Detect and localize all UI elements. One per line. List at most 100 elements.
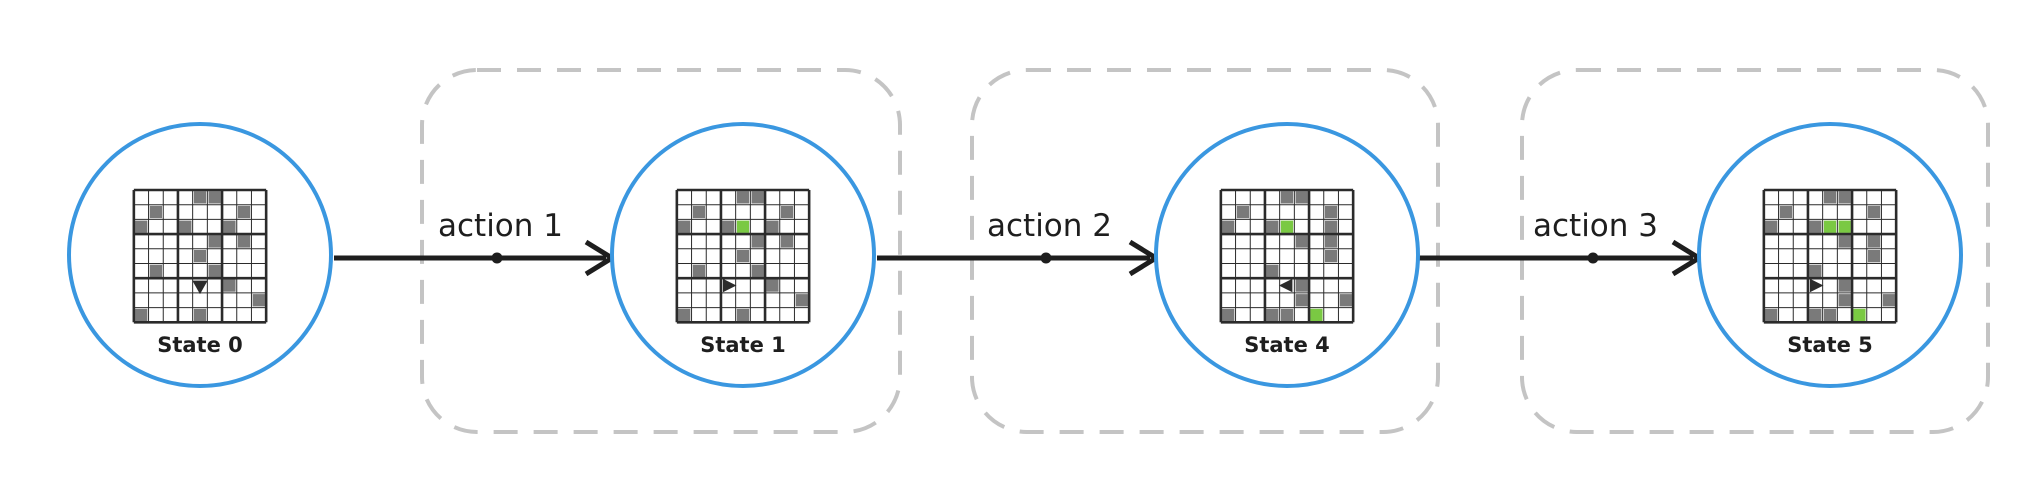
wall-cell [1324, 235, 1338, 248]
wall-cell [692, 264, 706, 277]
wall-cell [692, 205, 706, 219]
goal-cell [1853, 308, 1866, 322]
wall-cell [678, 308, 691, 322]
wall-cell [1324, 250, 1338, 263]
wall-cell [1324, 205, 1338, 219]
wall-cell [1838, 294, 1851, 307]
edge-2-midpoint [1040, 252, 1052, 264]
wall-cell [1266, 308, 1279, 322]
state-label-5: State 5 [1787, 333, 1873, 357]
wall-cell [1882, 294, 1895, 307]
state-node-5: State 5 [1697, 122, 1963, 388]
wall-cell [1280, 191, 1294, 204]
wall-cell [795, 294, 808, 307]
action-frame-1 [420, 68, 902, 434]
wall-cell [193, 191, 207, 204]
wall-cell [1295, 235, 1308, 248]
wall-cell [751, 235, 764, 248]
wall-cell [237, 205, 251, 219]
wall-cell [193, 250, 207, 263]
wall-cell [208, 264, 221, 277]
wall-cell [223, 279, 236, 292]
action-label-2: action 2 [987, 208, 1112, 244]
edge-3-midpoint [1587, 252, 1599, 264]
edge-2: action 2 [877, 208, 1161, 277]
wall-cell [736, 250, 750, 263]
state-node-4: State 4 [1154, 122, 1420, 388]
gridworld-5 [1762, 188, 1898, 324]
wall-cell [1295, 294, 1308, 307]
wall-cell [1809, 264, 1822, 277]
gridworld-4 [1219, 188, 1355, 324]
wall-cell [1295, 279, 1308, 292]
wall-cell [766, 220, 779, 233]
wall-cell [193, 308, 207, 322]
action-frame-3 [1520, 68, 1990, 434]
wall-cell [1809, 308, 1822, 322]
wall-cell [1324, 220, 1338, 233]
wall-cell [1809, 220, 1822, 233]
wall-cell [1823, 191, 1837, 204]
goal-cell [1838, 220, 1851, 233]
wall-cell [135, 308, 148, 322]
edge-3: action 3 [1419, 208, 1704, 277]
gridworld-1 [675, 188, 811, 324]
wall-cell [223, 220, 236, 233]
wall-cell [208, 235, 221, 248]
wall-cell [1765, 308, 1778, 322]
state-label-4: State 4 [1244, 333, 1330, 357]
gridworld-0 [132, 188, 268, 324]
wall-cell [1236, 205, 1250, 219]
goal-cell [1310, 308, 1323, 322]
wall-cell [135, 220, 148, 233]
wall-cell [678, 220, 691, 233]
agent-triangle-icon [1278, 278, 1293, 293]
wall-cell [1295, 191, 1308, 204]
goal-cell [736, 220, 750, 233]
action-label-1: action 1 [438, 208, 563, 244]
wall-cell [766, 279, 779, 292]
wall-cell [751, 191, 764, 204]
action-label-3: action 3 [1533, 208, 1658, 244]
wall-cell [780, 235, 794, 248]
wall-cell [736, 191, 750, 204]
goal-cell [1280, 220, 1294, 233]
wall-cell [149, 205, 163, 219]
wall-cell [1339, 294, 1352, 307]
agent-triangle-icon [1809, 278, 1824, 293]
wall-cell [1867, 205, 1881, 219]
wall-cell [1867, 250, 1881, 263]
wall-cell [1823, 308, 1837, 322]
agent-triangle-icon [192, 280, 208, 295]
wall-cell [149, 264, 163, 277]
state-node-0: State 0 [67, 122, 333, 388]
edge-1: action 1 [334, 208, 617, 277]
edge-1-midpoint [491, 252, 503, 264]
wall-cell [1222, 308, 1235, 322]
wall-cell [1838, 235, 1851, 248]
wall-cell [780, 205, 794, 219]
wall-cell [1266, 264, 1279, 277]
wall-cell [1222, 220, 1235, 233]
agent-triangle-icon [722, 278, 737, 293]
wall-cell [1838, 279, 1851, 292]
state-label-1: State 1 [700, 333, 786, 357]
wall-cell [179, 220, 192, 233]
wall-cell [1765, 220, 1778, 233]
state-label-0: State 0 [157, 333, 243, 357]
wall-cell [237, 235, 251, 248]
wall-cell [751, 264, 764, 277]
state-node-1: State 1 [610, 122, 876, 388]
goal-cell [1823, 220, 1837, 233]
wall-cell [1280, 308, 1294, 322]
wall-cell [1779, 205, 1793, 219]
wall-cell [1867, 235, 1881, 248]
wall-cell [208, 191, 221, 204]
wall-cell [1838, 191, 1851, 204]
wall-cell [722, 220, 735, 233]
wall-cell [1266, 220, 1279, 233]
action-frame-2 [970, 68, 1440, 434]
wall-cell [736, 308, 750, 322]
wall-cell [252, 294, 265, 307]
